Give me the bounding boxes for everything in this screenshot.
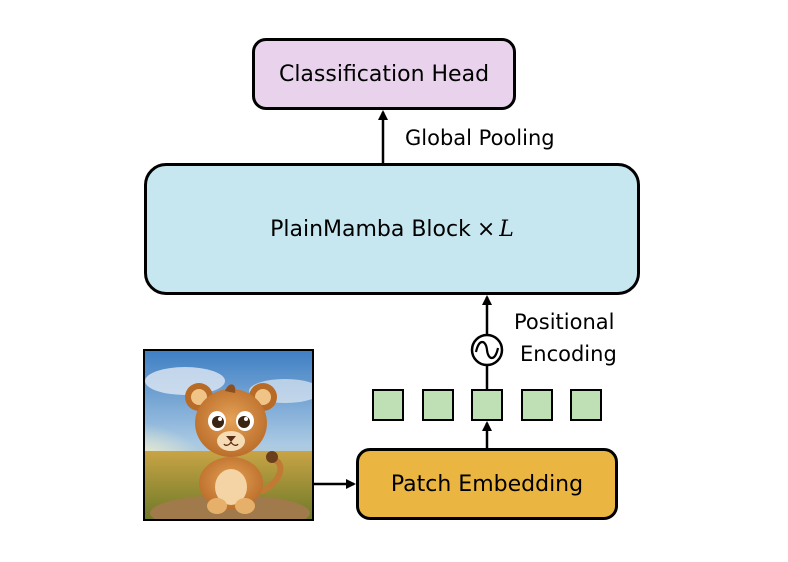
patch-embedding-label: Patch Embedding <box>390 471 584 497</box>
input-image <box>143 349 314 521</box>
lion-cub-illustration <box>145 351 312 519</box>
classification-head-box: Classification Head <box>252 38 516 110</box>
classification-head-label: Classification Head <box>278 61 490 87</box>
block-label: PlainMamba Block <box>270 216 471 242</box>
layer-count-variable: L <box>499 216 514 242</box>
patch-token <box>471 389 503 421</box>
patch-embedding-box: Patch Embedding <box>356 448 618 520</box>
patch-token <box>372 389 404 421</box>
global-pooling-label: Global Pooling <box>405 126 555 150</box>
positional-encoding-icon <box>470 333 504 367</box>
positional-label-line2: Encoding <box>520 342 617 366</box>
plainmamba-block-box: PlainMamba Block × L <box>144 163 640 295</box>
patch-token <box>521 389 553 421</box>
positional-label-line1: Positional <box>514 310 615 334</box>
patch-token <box>570 389 602 421</box>
times-symbol: × <box>476 216 496 242</box>
patch-token <box>422 389 454 421</box>
